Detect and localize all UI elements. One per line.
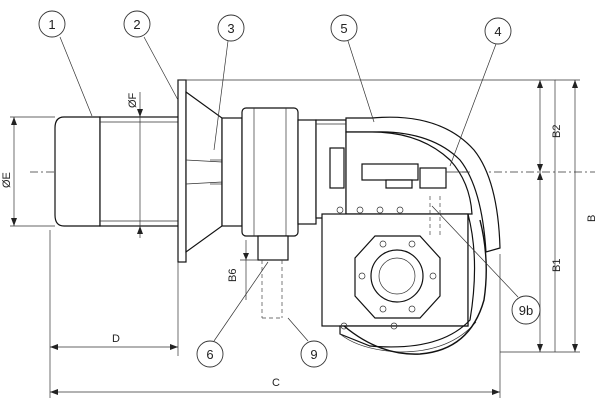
- dim-label-d: D: [112, 333, 120, 345]
- callout-4: 4: [449, 17, 512, 167]
- callout-3: 3: [213, 14, 245, 151]
- mounting-flange: [177, 79, 223, 263]
- connector-block: [257, 235, 289, 319]
- callout-6: 6: [196, 261, 269, 368]
- callout-9b-label: 9b: [519, 303, 533, 318]
- callout-1: 1: [38, 10, 93, 117]
- callout-5: 5: [330, 14, 375, 123]
- dim-label-b6: B6: [227, 269, 239, 282]
- air-cone: [221, 107, 317, 237]
- dim-label-e: ØE: [1, 172, 13, 188]
- callout-2: 2: [123, 10, 179, 101]
- dim-label-b2: B2: [551, 125, 563, 138]
- callout-3-label: 3: [227, 21, 234, 36]
- dim-label-c: C: [272, 377, 280, 389]
- dimension-lines: [10, 79, 580, 398]
- callout-9-label: 9: [310, 347, 317, 362]
- dim-label-b: B: [586, 215, 598, 222]
- dim-label-f: ØF: [127, 92, 139, 108]
- callout-9: 9: [287, 317, 328, 368]
- callout-2-label: 2: [133, 17, 140, 32]
- callout-4-label: 4: [494, 24, 501, 39]
- callout-9b: 9b: [431, 205, 541, 325]
- burner-housing: [315, 116, 501, 355]
- blast-tube: [54, 116, 181, 227]
- callout-5-label: 5: [340, 21, 347, 36]
- callout-6-label: 6: [206, 347, 213, 362]
- dim-label-b1: B1: [551, 259, 563, 272]
- callout-1-label: 1: [48, 17, 55, 32]
